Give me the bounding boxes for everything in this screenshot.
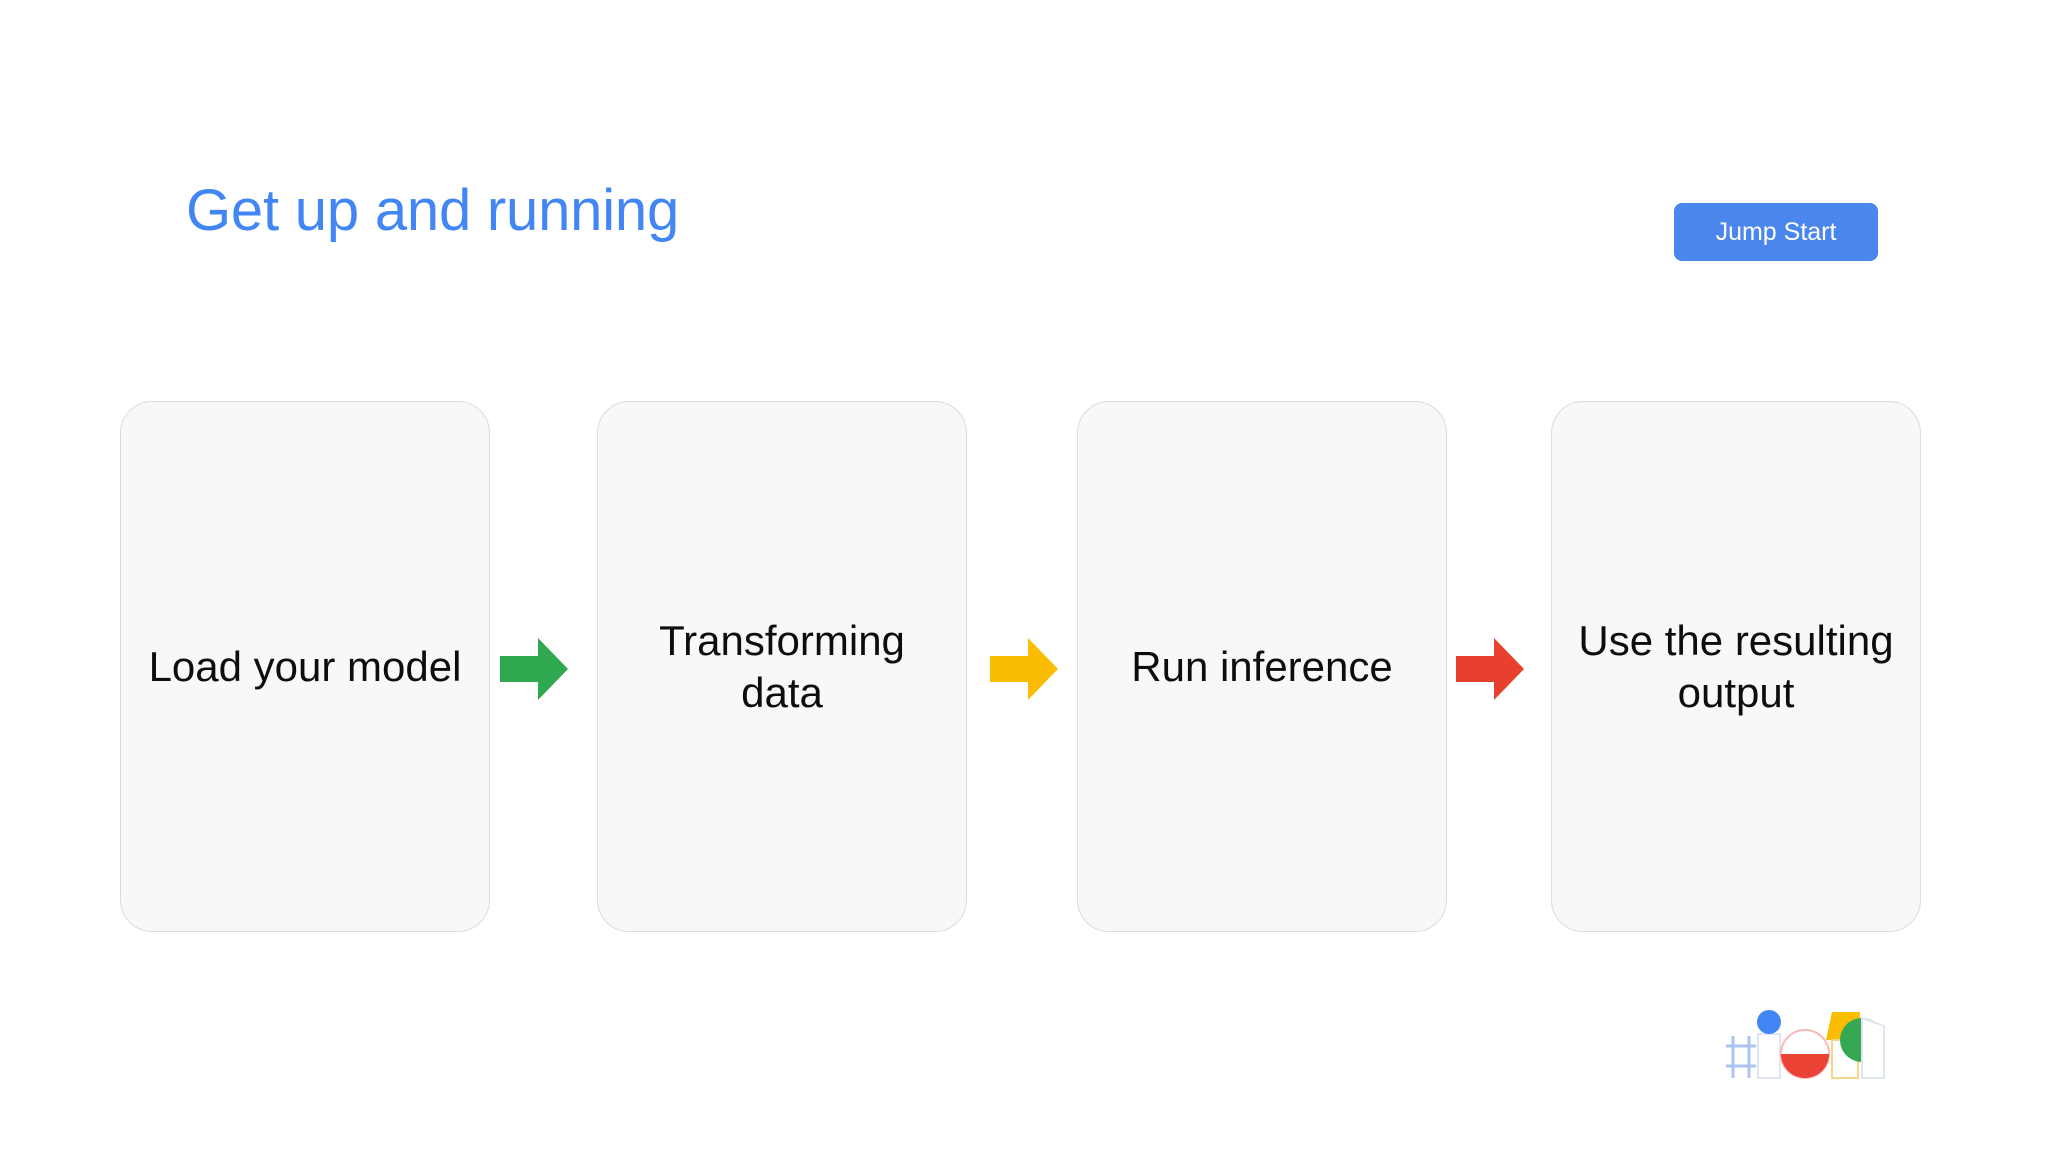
arrow-red-icon — [1456, 638, 1524, 700]
step-card-label: Use the resulting output — [1578, 617, 1894, 716]
google-io-logo-icon — [1726, 1006, 1886, 1082]
step-card-label: Run inference — [1131, 642, 1393, 690]
step-card-label: Transforming data — [659, 617, 905, 716]
arrow-yellow-icon — [990, 638, 1058, 700]
step-card-transforming-data[interactable]: Transforming data — [597, 401, 967, 932]
step-card-label: Load your model — [148, 642, 462, 690]
step-card-load-your-model[interactable]: Load your model — [120, 401, 490, 932]
step-card-run-inference[interactable]: Run inference — [1077, 401, 1447, 932]
process-flow: Load your model Transforming data Run in… — [0, 401, 2048, 932]
step-card-use-the-resulting-output[interactable]: Use the resulting output — [1551, 401, 1921, 932]
jump-start-button[interactable]: Jump Start — [1674, 203, 1878, 261]
arrow-green-icon — [500, 638, 568, 700]
page-title: Get up and running — [186, 178, 679, 243]
